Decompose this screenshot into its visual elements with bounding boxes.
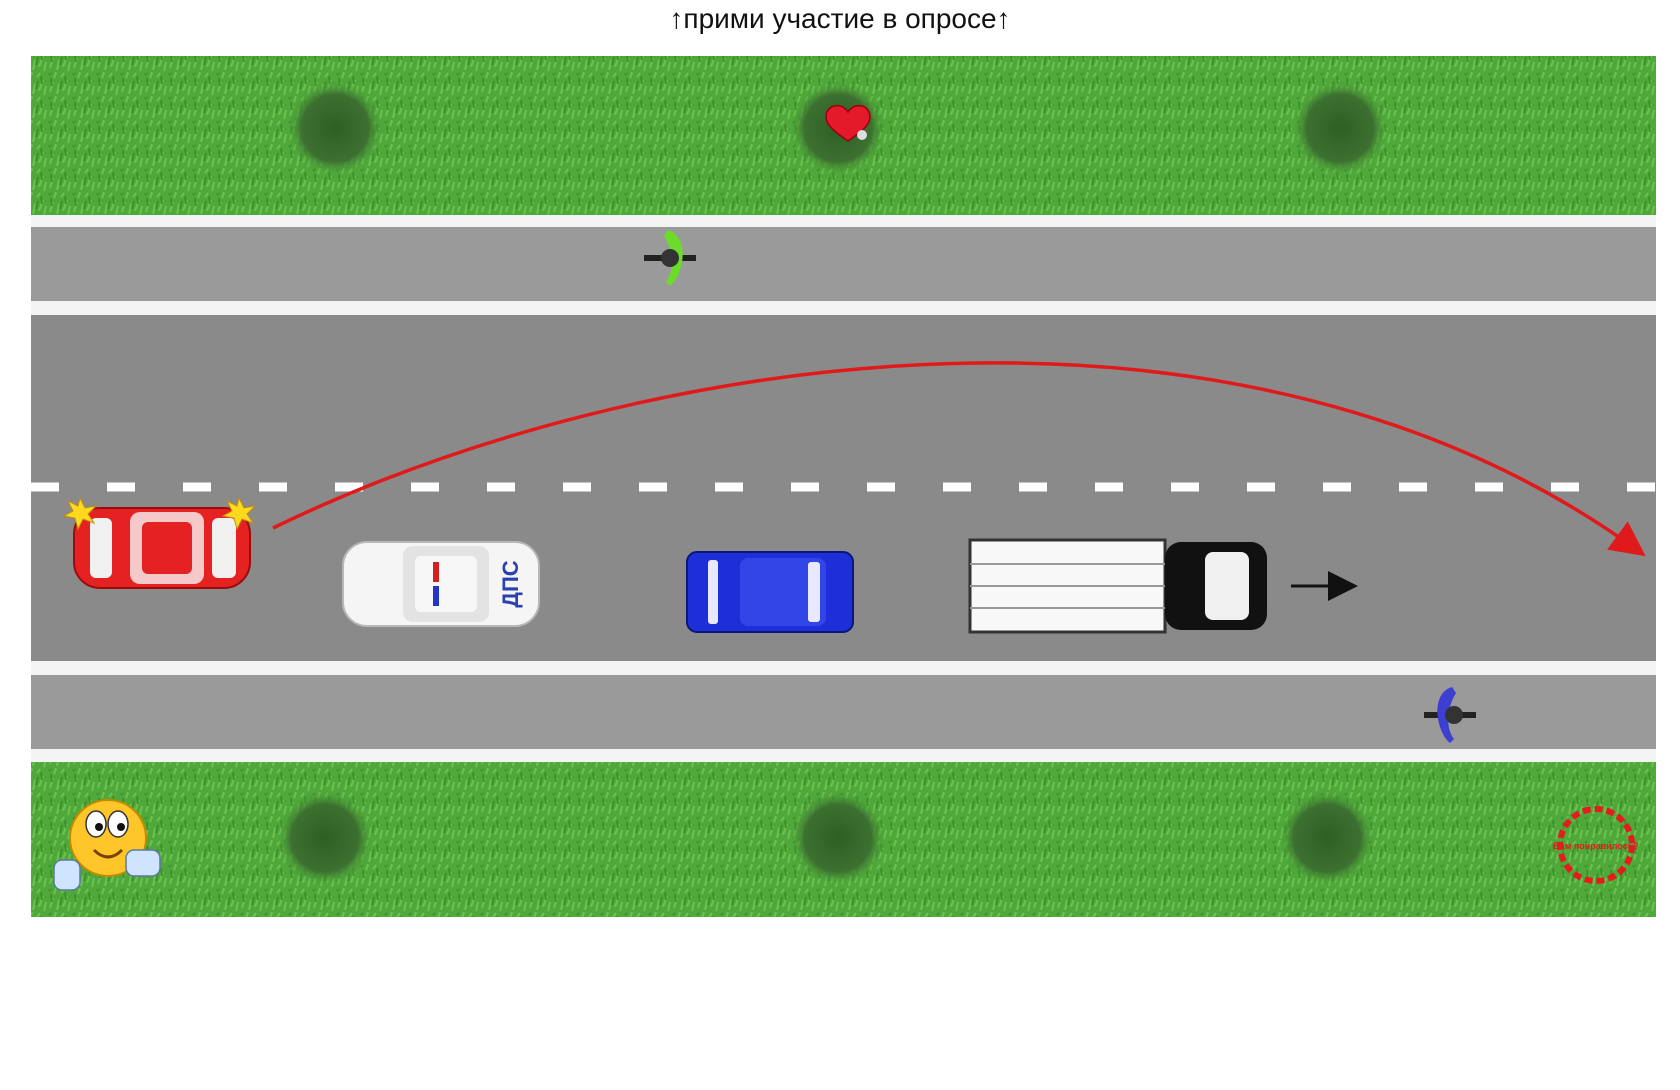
liked-badge[interactable]: Вам понравилось? <box>1553 806 1639 884</box>
bush <box>287 80 383 176</box>
poll-banner[interactable]: ↑прими участие в опросе↑ <box>669 3 1011 34</box>
bush <box>1292 80 1388 176</box>
cyclist-bottom <box>1424 687 1476 743</box>
bush <box>1279 790 1375 886</box>
sidewalk-top <box>31 227 1656 301</box>
cyclist-top <box>644 230 696 286</box>
bush <box>277 790 373 886</box>
blue-car <box>686 551 854 633</box>
smiley-thumbs-up-icon <box>53 799 161 891</box>
curb <box>31 301 1656 315</box>
bush <box>790 790 886 886</box>
police-car: ДПС <box>342 541 540 627</box>
badge-text: Вам понравилось? <box>1553 841 1639 851</box>
curb <box>31 215 1656 227</box>
curb <box>31 749 1656 762</box>
curb <box>31 661 1656 675</box>
sidewalk-bottom <box>31 675 1656 749</box>
heart-icon <box>825 105 871 142</box>
police-car-label: ДПС <box>498 560 523 607</box>
hazard-light-icon <box>62 496 257 531</box>
truck <box>968 538 1267 634</box>
overtake-trajectory <box>272 361 1646 557</box>
red-car <box>73 507 251 589</box>
